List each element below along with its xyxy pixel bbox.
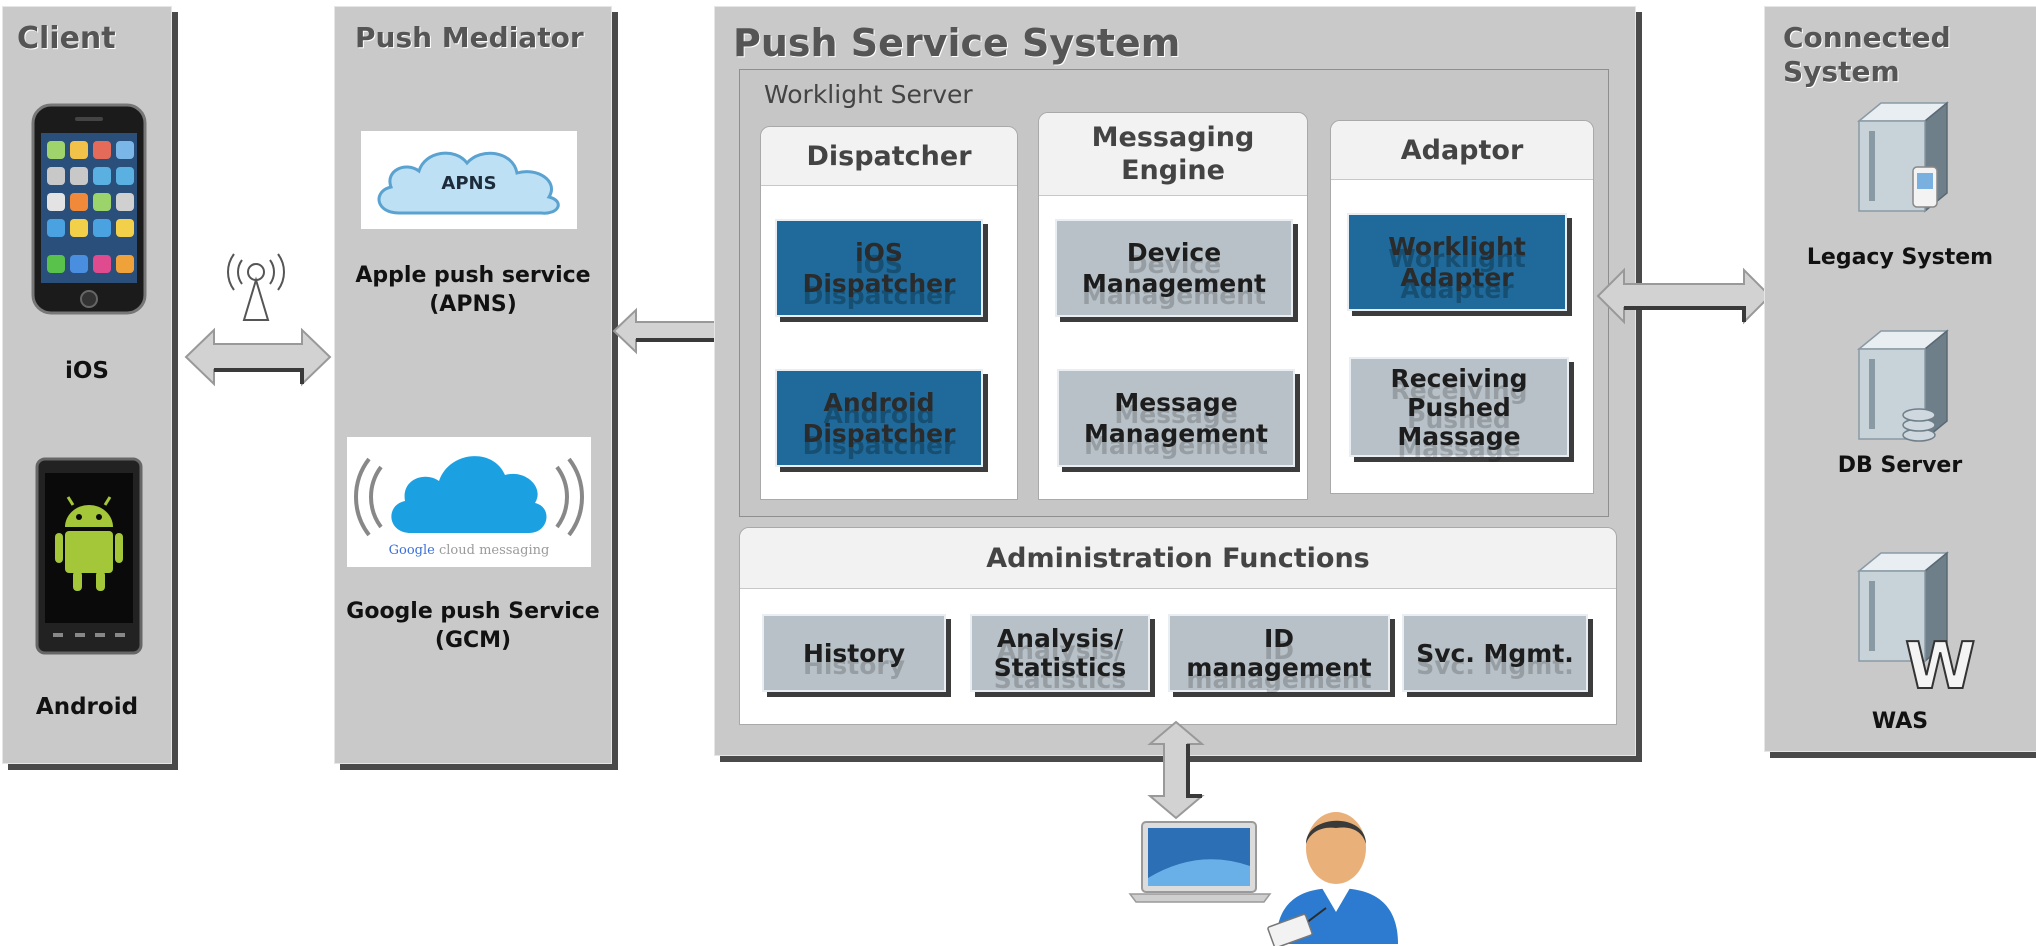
was-server-icon [1856, 551, 1950, 663]
worklight-adapter-line1: Worklight [1388, 232, 1526, 261]
analysis-line1: Analysis/ [996, 624, 1124, 653]
legacy-server-icon [1856, 101, 1950, 213]
ios-dispatcher-line1: iOS [855, 238, 903, 267]
apns-label-line2: (APNS) [429, 292, 517, 317]
apns-logo: APNS [361, 131, 577, 229]
gcm-label-line1: Google push Service [346, 599, 600, 624]
admin-user-icon [1267, 812, 1398, 946]
connected-system-title: Connected System [1783, 21, 1951, 89]
system-admin-arrow [1147, 720, 1205, 820]
db-server-label: DB Server [1837, 453, 1963, 478]
receiving-line3: Massage [1397, 421, 1521, 451]
iphone-icon [31, 103, 147, 315]
gcm-label: Google push Service (GCM) [335, 597, 611, 655]
gcm-logo: Google cloud messaging [347, 437, 591, 567]
push-service-system-title: Push Service System [733, 21, 1181, 65]
worklight-server-label: Worklight Server [764, 80, 973, 109]
gcm-logo-text: Google cloud messaging [347, 543, 591, 558]
message-management-line1: Message [1114, 388, 1238, 417]
gcm-logo-google: Google [388, 543, 435, 558]
receiving-line2: Pushed [1407, 392, 1511, 422]
client-mediator-arrow [184, 327, 332, 387]
legacy-system-label: Legacy System [1806, 245, 1994, 270]
system-connected-arrow [1596, 267, 1772, 325]
device-management-line1: Device [1126, 238, 1222, 267]
gcm-label-line2: (GCM) [434, 628, 512, 653]
push-mediator-title: Push Mediator [355, 21, 584, 54]
was-badge: W [1904, 630, 1977, 704]
connected-title-line1: Connected [1783, 21, 1951, 54]
cloud-icon [377, 151, 560, 215]
analysis-line2: Statistics [993, 653, 1127, 682]
messaging-engine-title-line2: Engine [1121, 155, 1225, 186]
android-phone-icon [35, 457, 143, 655]
worklight-adapter-line2: Adapter [1400, 263, 1514, 292]
svc-mgmt-label: Svc. Mgmt. [1416, 638, 1574, 668]
apns-label: Apple push service (APNS) [335, 261, 611, 319]
push-mediator-panel: Push Mediator APNS Apple push service (A… [334, 6, 612, 764]
android-dispatcher-line2: Dispatcher [802, 419, 956, 448]
id-management-line2: management [1186, 653, 1372, 682]
client-title: Client [17, 21, 116, 56]
db-server-icon [1856, 329, 1950, 442]
history-label: History [802, 638, 906, 668]
analysis-statistics-box: Analysis/Statistics [970, 614, 1150, 692]
apns-label-line1: Apple push service [355, 263, 591, 288]
administration-functions-title: Administration Functions [740, 528, 1616, 589]
cloud-messaging-icon [354, 456, 584, 537]
push-service-system-panel: Push Service System Worklight Server Dis… [714, 6, 1636, 756]
administration-functions-box: Administration Functions History Analysi… [739, 527, 1617, 725]
apns-logo-text: APNS [441, 173, 497, 194]
message-management-line2: Management [1083, 419, 1269, 448]
was-label: WAS [1871, 709, 1929, 734]
device-management-line2: Management [1081, 269, 1267, 298]
connected-title-line2: System [1783, 55, 1900, 88]
client-panel: Client iOS [2, 6, 172, 764]
android-label: Android [35, 694, 139, 720]
ios-label: iOS [64, 358, 109, 384]
adaptor-title: Adaptor [1331, 121, 1593, 180]
id-management-line1: ID [1263, 624, 1295, 653]
history-box: History [762, 614, 946, 692]
ios-dispatcher-line2: Dispatcher [802, 269, 956, 298]
receiving-line1: Receiving [1390, 363, 1528, 393]
svc-mgmt-box: Svc. Mgmt. [1402, 614, 1588, 692]
antenna-icon [227, 253, 285, 321]
connected-system-panel: Connected System Legacy System DB Server… [1764, 6, 2036, 752]
android-dispatcher-line1: Android [823, 388, 935, 417]
dispatcher-title: Dispatcher [761, 127, 1017, 186]
gcm-logo-rest: cloud messaging [434, 543, 550, 558]
laptop-icon [1128, 821, 1272, 903]
messaging-engine-title-line1: Messaging [1091, 122, 1255, 153]
